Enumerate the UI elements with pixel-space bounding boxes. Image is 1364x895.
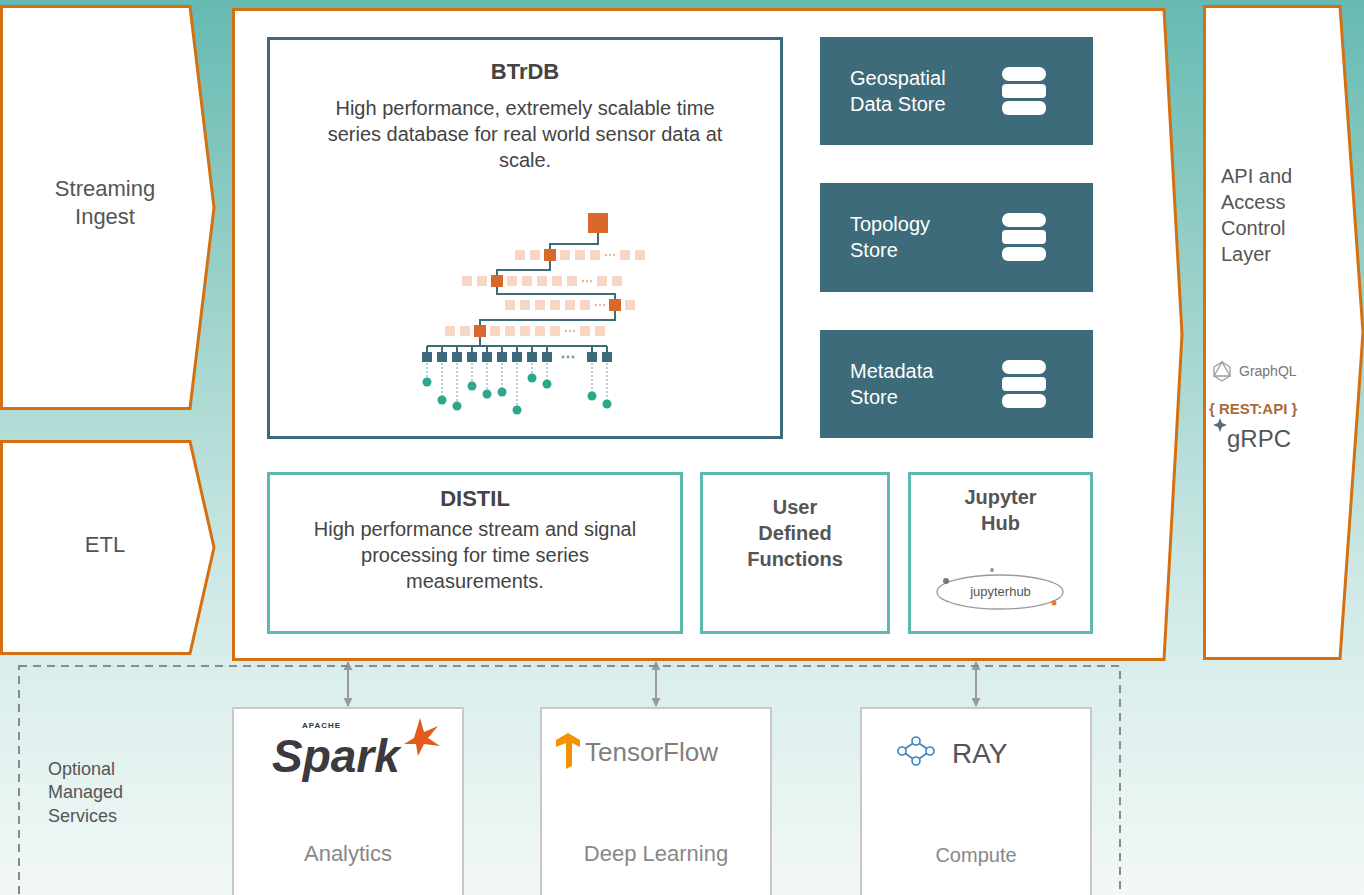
bidirectional-arrow bbox=[655, 662, 657, 706]
box-shape bbox=[269, 39, 782, 438]
orbit-dot bbox=[990, 568, 994, 572]
store-box: Metadata Store bbox=[820, 330, 1093, 438]
database-icon bbox=[1002, 377, 1046, 391]
box-shape bbox=[820, 37, 1093, 145]
node-outline bbox=[540, 707, 772, 895]
logo-text: Spark bbox=[272, 733, 432, 779]
orbit-dot bbox=[943, 578, 949, 584]
chevron-shape bbox=[234, 10, 1183, 660]
store-box: Geospatial Data Store bbox=[820, 37, 1093, 145]
node-outline bbox=[820, 37, 1093, 145]
database-icon bbox=[1002, 101, 1046, 115]
orbit-ring bbox=[937, 575, 1063, 609]
box-shape bbox=[233, 708, 463, 895]
box-title: User Defined Functions bbox=[740, 494, 850, 572]
database-icons bbox=[1002, 67, 1046, 408]
store-name: Geospatial Data Store bbox=[850, 65, 975, 117]
database-icon bbox=[1002, 230, 1046, 244]
platform-frame: BTrDB High performance, extremely scalabl… bbox=[232, 8, 1184, 661]
tree-illustration bbox=[422, 213, 645, 415]
ingest-chevron: Streaming Ingest bbox=[0, 5, 216, 410]
protocol-name: { REST:API } bbox=[1209, 400, 1339, 418]
bidirectional-arrow bbox=[347, 662, 349, 706]
box-shape bbox=[820, 183, 1093, 292]
ray-icon bbox=[898, 737, 934, 765]
notebook-box: Jupyter Hub jupyterhub bbox=[908, 472, 1093, 634]
chevron-shape bbox=[1205, 7, 1364, 659]
api-chevron: API and Access Control LayerGraphQL { RES… bbox=[1203, 5, 1364, 660]
box-title: DISTIL bbox=[267, 486, 683, 512]
store-name: Metadata Store bbox=[850, 358, 975, 410]
node-outline bbox=[820, 330, 1093, 438]
box-body: High performance stream and signal proce… bbox=[290, 516, 660, 594]
database-panel: BTrDB High performance, extremely scalabl… bbox=[267, 37, 783, 439]
logo-text: TensorFlow bbox=[585, 737, 765, 768]
etl-chevron: ETL bbox=[0, 440, 216, 655]
function-box: User Defined Functions bbox=[700, 472, 890, 634]
database-icon bbox=[1002, 394, 1046, 408]
database-icon bbox=[1002, 360, 1046, 374]
chevron-shape bbox=[2, 442, 215, 654]
database-icon bbox=[1002, 67, 1046, 81]
store-box: Topology Store bbox=[820, 183, 1093, 292]
spark-star bbox=[404, 718, 440, 756]
database-icon bbox=[1002, 247, 1046, 261]
chevron-shape bbox=[2, 7, 215, 409]
database-icon bbox=[1002, 213, 1046, 227]
protocol-name: gRPC bbox=[1227, 425, 1327, 454]
box-shape bbox=[861, 708, 1091, 895]
logo-text: jupyterhub bbox=[958, 584, 1043, 600]
store-name: Topology Store bbox=[850, 211, 975, 263]
node-outline bbox=[860, 707, 1092, 895]
panel-body: High performance, extremely scalable tim… bbox=[325, 95, 725, 173]
tensorflow-icon bbox=[556, 733, 580, 769]
stage-label: ETL bbox=[40, 532, 170, 558]
box-shape bbox=[541, 708, 771, 895]
database-icon bbox=[1002, 84, 1046, 98]
grpc-sparkle bbox=[1213, 418, 1227, 432]
stage-label: Streaming Ingest bbox=[40, 175, 170, 230]
logo-text: RAY bbox=[952, 737, 1072, 771]
graphql-icon bbox=[1214, 362, 1230, 381]
service-label: Compute bbox=[860, 843, 1092, 867]
processing-box: DISTIL High performance stream and signal… bbox=[267, 472, 683, 634]
service-label: Deep Learning bbox=[540, 841, 772, 867]
orbit-dot bbox=[1052, 601, 1057, 606]
bidirectional-arrow bbox=[975, 662, 977, 706]
service-label: Analytics bbox=[232, 841, 464, 867]
box-shape bbox=[820, 330, 1093, 438]
box-title: Jupyter Hub bbox=[953, 484, 1048, 536]
service-box: RAY Compute bbox=[860, 707, 1092, 895]
box-shape bbox=[702, 474, 889, 633]
service-box: APACHE SparkAnalytics bbox=[232, 707, 464, 895]
service-box: TensorFlowDeep Learning bbox=[540, 707, 772, 895]
box-shape bbox=[910, 474, 1092, 633]
logo-text: APACHE bbox=[302, 721, 372, 731]
jupyter-logo bbox=[937, 568, 1063, 609]
protocol-name: GraphQL bbox=[1239, 363, 1349, 380]
layer-label: API and Access Control Layer bbox=[1221, 163, 1306, 267]
node-outline bbox=[1203, 5, 1364, 660]
node-outline bbox=[820, 183, 1093, 292]
panel-title: BTrDB bbox=[267, 59, 783, 85]
region-label: Optional Managed Services bbox=[48, 758, 158, 828]
optional-region: APACHE SparkAnalytics TensorFlowDeep Learn… bbox=[18, 665, 1121, 895]
